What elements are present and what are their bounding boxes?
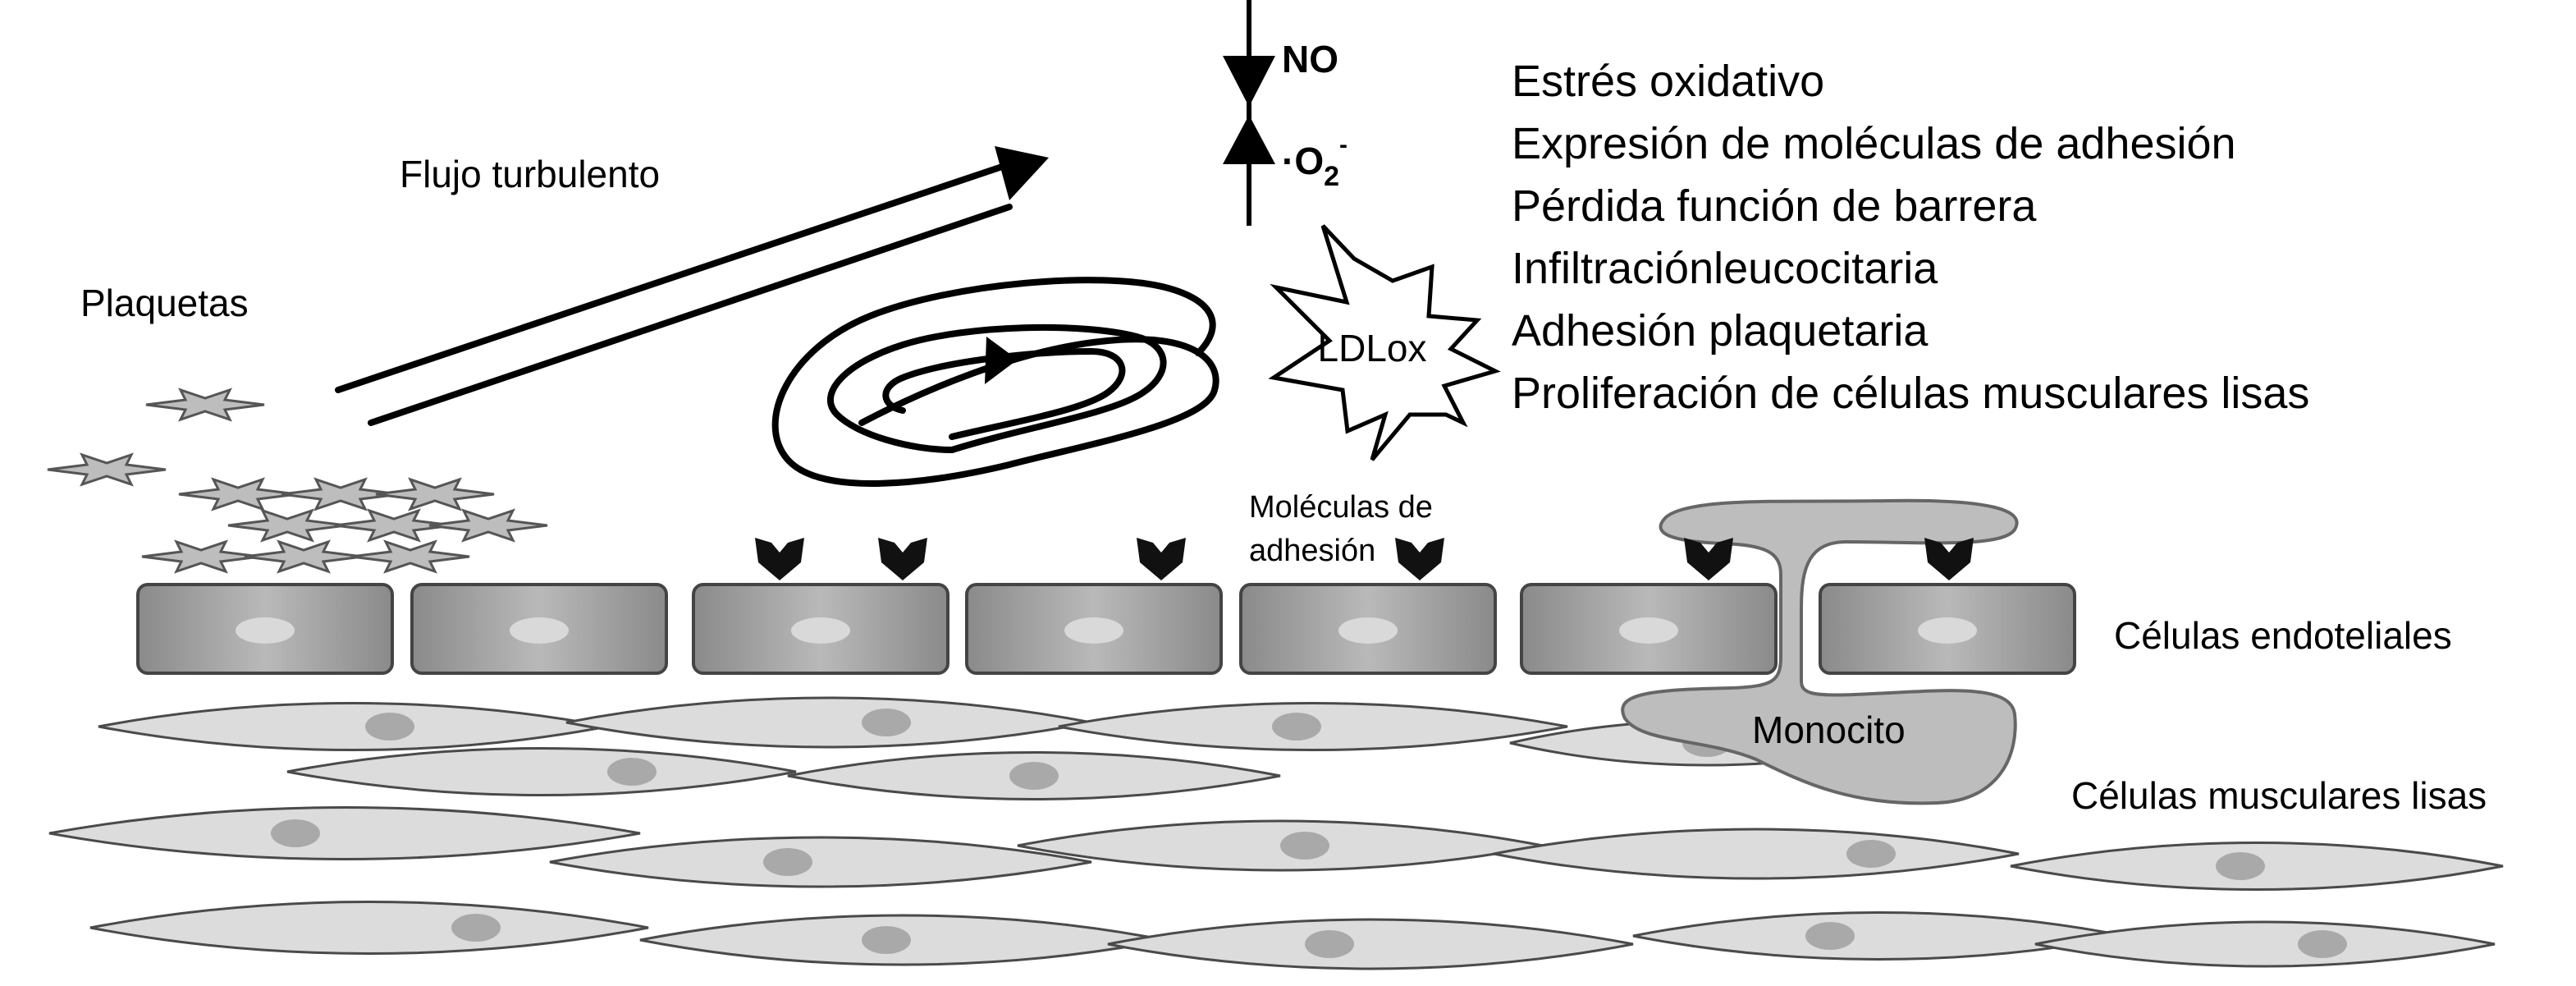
ldlox-label: LDLox [1318, 327, 1427, 369]
smooth-muscle-cell-nucleus [862, 926, 911, 954]
platelet-cluster [47, 388, 548, 574]
endothelial-cell-nucleus [1619, 617, 1678, 644]
superoxide-label: ·O2- [1282, 131, 1347, 192]
endothelial-cell-nucleus [510, 617, 569, 644]
endothelial-cell-layer [136, 583, 2076, 675]
endothelial-cell-nucleus [1064, 617, 1123, 644]
effect-item: Proliferación de células musculares lisa… [1512, 369, 2309, 418]
platelet-star-icon [145, 388, 265, 422]
no-superoxide-indicator [1223, 0, 1275, 226]
monocyte-cell [1621, 498, 2019, 805]
endothelial-cell-nucleus [1338, 617, 1398, 644]
adhesion-molecule-icon [878, 538, 927, 580]
smooth-muscle-cell-layer [48, 696, 2504, 970]
endothelial-cell-nucleus [1918, 617, 1977, 644]
adhesion-molecule-icon [755, 538, 804, 580]
smooth-muscle-cell-nucleus [607, 758, 657, 786]
smooth-muscle-cell [565, 696, 1092, 749]
smooth-muscle-cell-nucleus [2298, 930, 2347, 958]
smooth-muscle-cell-nucleus [451, 914, 501, 942]
endothelial-cell-nucleus [791, 617, 850, 644]
effect-item: Adhesión plaquetaria [1512, 306, 1929, 355]
smooth-muscle-cell [1632, 911, 2126, 961]
platelet-star-icon [227, 508, 347, 543]
smooth-muscle-cell [549, 836, 1092, 888]
smooth-muscle-cell [48, 806, 641, 860]
smooth-muscle-cell-nucleus [1009, 762, 1059, 790]
starburst-icon [1268, 224, 1501, 461]
adhesion-molecules-label-line2: adhesión [1249, 534, 1375, 568]
smooth-muscle-cell-nucleus [2216, 852, 2265, 880]
down-arrow-icon [1223, 56, 1275, 107]
no-label: NO [1282, 38, 1338, 80]
up-arrow-icon [1223, 115, 1275, 164]
effect-item: Expresión de moléculas de adhesión [1512, 119, 2236, 168]
smooth-muscle-cell [1493, 828, 2020, 880]
effect-item: Pérdida función de barrera [1512, 181, 2037, 231]
platelet-star-icon [428, 508, 548, 543]
smooth-muscle-cell-nucleus [862, 709, 911, 736]
effect-item: Infiltraciónleucocitaria [1512, 244, 1938, 293]
monocyte-label: Monocito [1752, 709, 1906, 751]
platelet-star-icon [141, 539, 261, 574]
turbulent-flow [335, 146, 1219, 487]
smooth-muscle-cell-nucleus [1272, 713, 1321, 741]
smooth-muscle-cell-nucleus [1846, 840, 1896, 868]
adhesion-molecules-label-line1: Moléculas de [1249, 490, 1433, 525]
effect-item: Estrés oxidativo [1512, 57, 1824, 106]
smooth-muscle-cell [1107, 918, 1634, 970]
effects-list: Estrés oxidativo Expresión de moléculas … [1512, 57, 2309, 418]
platelet-star-icon [350, 539, 470, 574]
platelet-star-icon [178, 477, 298, 511]
platelets-label: Plaquetas [80, 282, 249, 324]
adhesion-molecule-icon [1395, 538, 1444, 580]
smooth-muscle-cell-nucleus [1305, 930, 1354, 958]
smooth-muscle-cell [2034, 920, 2496, 968]
platelet-star-icon [375, 477, 495, 511]
smooth-muscle-cell-nucleus [763, 848, 812, 876]
endothelial-cells-label: Células endoteliales [2114, 614, 2452, 657]
adhesion-molecules [755, 538, 1974, 580]
smooth-muscle-cell-nucleus [1280, 832, 1329, 860]
smooth-muscle-cells-label: Células musculares lisas [2071, 774, 2487, 817]
endothelial-cell-nucleus [236, 617, 295, 644]
adhesion-molecule-icon [1684, 538, 1733, 580]
smooth-muscle-cell-nucleus [365, 713, 414, 741]
flow-label: Flujo turbulento [400, 153, 660, 195]
platelet-star-icon [47, 452, 167, 487]
smooth-muscle-cell-nucleus [1805, 922, 1855, 950]
smooth-muscle-cell [89, 901, 649, 955]
smooth-muscle-cell [98, 702, 608, 751]
platelet-star-icon [244, 539, 364, 574]
smooth-muscle-cell-nucleus [271, 819, 320, 847]
smooth-muscle-cell [286, 747, 797, 796]
adhesion-molecule-icon [1924, 538, 1974, 580]
adhesion-molecule-icon [1137, 538, 1186, 580]
